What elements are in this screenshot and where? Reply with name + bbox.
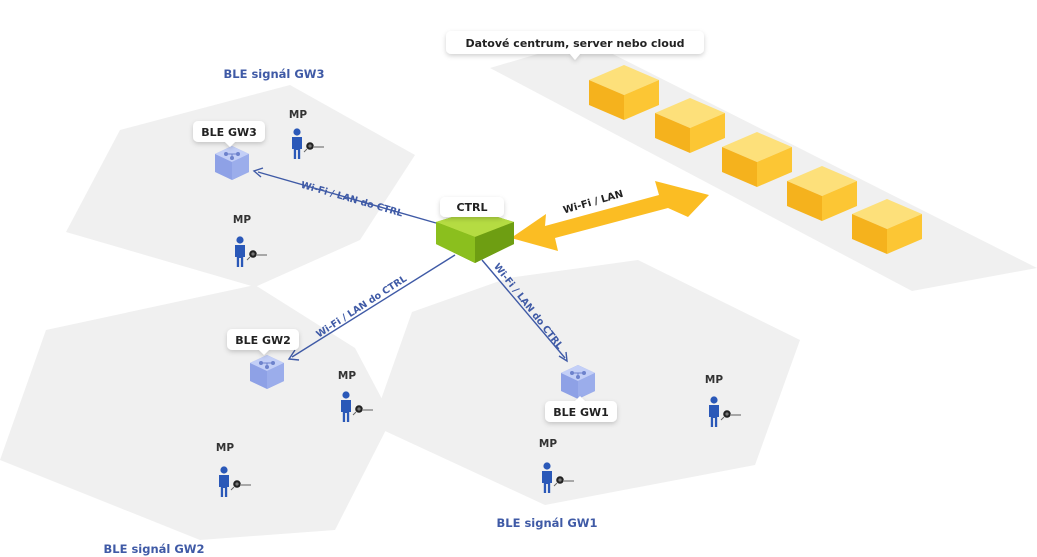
controller-label-text: CTRL [456, 201, 487, 214]
mp-label: MP [705, 374, 723, 386]
mp-label: MP [338, 370, 356, 382]
gateway-gw1-label-text: BLE GW1 [553, 406, 609, 419]
measurement-point: MP [233, 214, 268, 268]
controller-device [436, 210, 514, 263]
datacenter-label [446, 31, 704, 60]
link-gw2-label: Wi-Fi / LAN do CTRL [314, 274, 409, 341]
gateway-gw2-label-text: BLE GW2 [235, 334, 291, 347]
gateway-gw1-label [545, 396, 617, 422]
measurement-point: MP [338, 370, 374, 423]
mp-label: MP [289, 109, 307, 121]
gateway-gw3-label [193, 121, 265, 147]
measurement-point: MP [216, 442, 252, 498]
controller-label [440, 197, 504, 217]
datacenter-label-text: Datové centrum, server nebo cloud [465, 37, 684, 50]
link-gw3 [252, 167, 437, 224]
zone-gw1-label: BLE signál GW1 [497, 516, 598, 530]
gateway-gw3-label-text: BLE GW3 [201, 126, 257, 139]
wan-link-arrow [511, 181, 709, 251]
mp-label: MP [539, 438, 557, 450]
zone-gw3-floor [66, 85, 415, 287]
measurement-point: MP [705, 374, 742, 428]
mp-label: MP [216, 442, 234, 454]
mp-label: MP [233, 214, 251, 226]
measurement-point: MP [289, 109, 325, 160]
zone-gw3-label: BLE signál GW3 [224, 67, 325, 81]
zone-gw2-label: BLE signál GW2 [104, 542, 205, 556]
link-gw1 [481, 259, 568, 363]
gateway-gw2-label [227, 329, 299, 355]
link-gw2 [287, 254, 456, 361]
measurement-point: MP [539, 438, 575, 494]
